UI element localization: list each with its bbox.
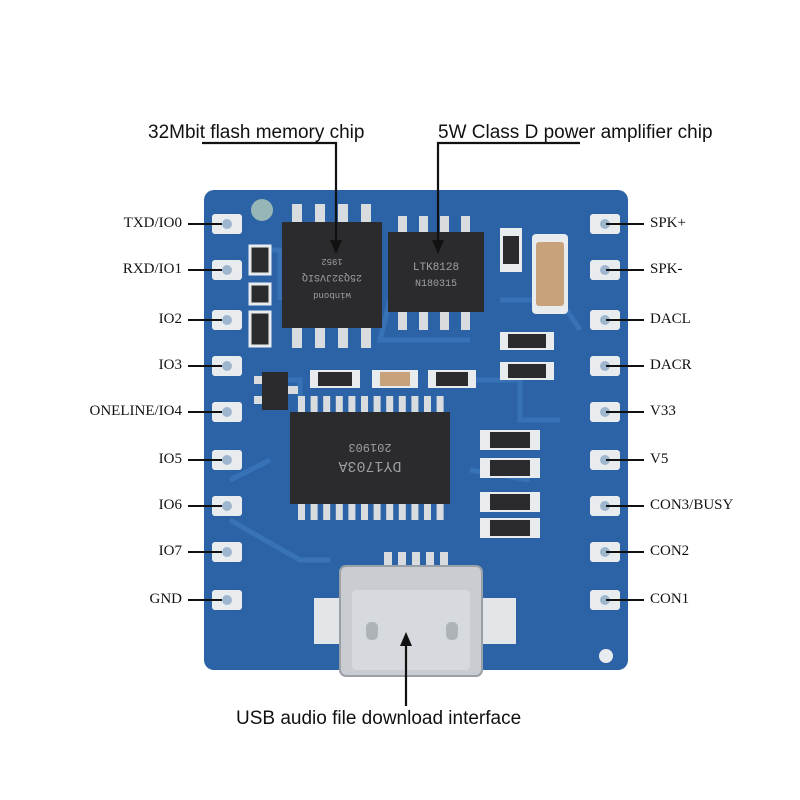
right-pad-hole-5 xyxy=(600,455,610,465)
main-chip-pin-bottom-8 xyxy=(398,502,406,520)
main-chip-pin-bottom-1 xyxy=(310,502,318,520)
main-chip-marking-2: 201903 xyxy=(348,440,391,454)
pin-leader-lines xyxy=(188,223,644,601)
right-pin-label-8: CON1 xyxy=(650,591,690,607)
main-chip-pin-bottom-5 xyxy=(361,502,368,520)
main-chip-pin-top-5 xyxy=(361,396,368,414)
main-chip-pin-bottom-3 xyxy=(335,502,343,520)
main-chip-pin-top-7 xyxy=(386,396,394,414)
main-chip-pin-bottom-9 xyxy=(411,502,419,520)
right-pad-hole-1 xyxy=(600,265,610,275)
flash-chip-marking-2: 25Q32JVSIQ xyxy=(302,271,362,282)
main-chip-pin-bottom-0 xyxy=(298,502,305,520)
right-pad-hole-3 xyxy=(600,361,610,371)
main-chip-pin-top-8 xyxy=(398,396,406,414)
left-pad-hole-5 xyxy=(222,455,232,465)
right-pad-hole-4 xyxy=(600,407,610,417)
main-chip-pin-top-0 xyxy=(298,396,305,414)
left-pin-label-1: RXD/IO1 xyxy=(122,261,182,277)
flash-chip-callout: 32Mbit flash memory chip xyxy=(148,122,365,143)
right-pad-hole-2 xyxy=(600,315,610,325)
right-pin-label-5: V5 xyxy=(650,451,669,467)
right-pad-hole-8 xyxy=(600,595,610,605)
main-chip-pin-top-4 xyxy=(348,396,356,414)
smd-components xyxy=(248,228,568,538)
left-pin-label-3: IO3 xyxy=(158,357,182,373)
amp-chip-marking-2: N180315 xyxy=(415,279,457,290)
main-chip-pin-top-9 xyxy=(411,396,419,414)
left-pin-label-0: TXD/IO0 xyxy=(123,215,182,231)
right-pin-label-6: CON3/BUSY xyxy=(650,497,734,513)
amp-chip-callout: 5W Class D power amplifier chip xyxy=(438,122,713,143)
callout-arrows xyxy=(202,141,580,706)
right-pin-label-1: SPK- xyxy=(650,261,683,277)
main-chip-pin-bottom-4 xyxy=(348,502,356,520)
right-pin-label-0: SPK+ xyxy=(650,215,686,231)
left-pad-hole-2 xyxy=(222,315,232,325)
left-pad-hole-4 xyxy=(222,407,232,417)
right-pin-label-7: CON2 xyxy=(650,543,690,559)
left-pad-hole-7 xyxy=(222,547,232,557)
main-chip-pin-bottom-6 xyxy=(373,502,381,520)
mount-hole xyxy=(599,649,613,663)
main-chip-pin-top-2 xyxy=(323,396,331,414)
right-pin-label-3: DACR xyxy=(650,357,692,373)
left-pin-label-6: IO6 xyxy=(158,497,182,513)
amp-chip-marking-1: LTK8128 xyxy=(413,262,459,274)
right-pad-hole-0 xyxy=(600,219,610,229)
left-pin-label-8: GND xyxy=(149,591,183,607)
usb-connector xyxy=(314,552,516,677)
right-pad-hole-7 xyxy=(600,547,610,557)
flash-chip-marking-1: winbond xyxy=(313,290,351,300)
usb-interface-callout: USB audio file download interface xyxy=(236,708,522,729)
left-pad-hole-8 xyxy=(222,595,232,605)
main-chip-pin-bottom-2 xyxy=(323,502,331,520)
left-pad-hole-0 xyxy=(222,219,232,229)
fiducial-mark xyxy=(251,199,273,221)
left-pad-hole-3 xyxy=(222,361,232,371)
main-chip-pin-bottom-10 xyxy=(424,502,431,520)
main-chip-pin-bottom-11 xyxy=(436,502,444,520)
main-chip-pin-top-3 xyxy=(335,396,343,414)
right-edge-pads xyxy=(590,214,620,610)
main-chip-pin-top-1 xyxy=(310,396,318,414)
main-chip-pin-top-6 xyxy=(373,396,381,414)
left-pad-hole-1 xyxy=(222,265,232,275)
main-chip-marking-1: DY1703A xyxy=(338,457,401,474)
left-pin-label-2: IO2 xyxy=(158,311,182,327)
main-decoder-chip: DY1703A 201903 xyxy=(290,396,450,520)
left-pin-label-5: IO5 xyxy=(158,451,182,467)
right-pad-hole-6 xyxy=(600,501,610,511)
main-chip-pin-bottom-7 xyxy=(386,502,394,520)
right-pin-label-2: DACL xyxy=(650,311,691,327)
flash-memory-chip: winbond 25Q32JVSIQ 1952 xyxy=(282,204,382,348)
flash-chip-marking-3: 1952 xyxy=(321,256,343,266)
main-chip-pin-top-10 xyxy=(424,396,431,414)
main-chip-pin-top-11 xyxy=(436,396,444,414)
right-pin-label-4: V33 xyxy=(650,403,676,419)
left-edge-pads xyxy=(212,214,242,610)
left-pin-label-4: ONELINE/IO4 xyxy=(89,403,182,419)
left-pad-hole-6 xyxy=(222,501,232,511)
left-pin-label-7: IO7 xyxy=(158,543,182,559)
